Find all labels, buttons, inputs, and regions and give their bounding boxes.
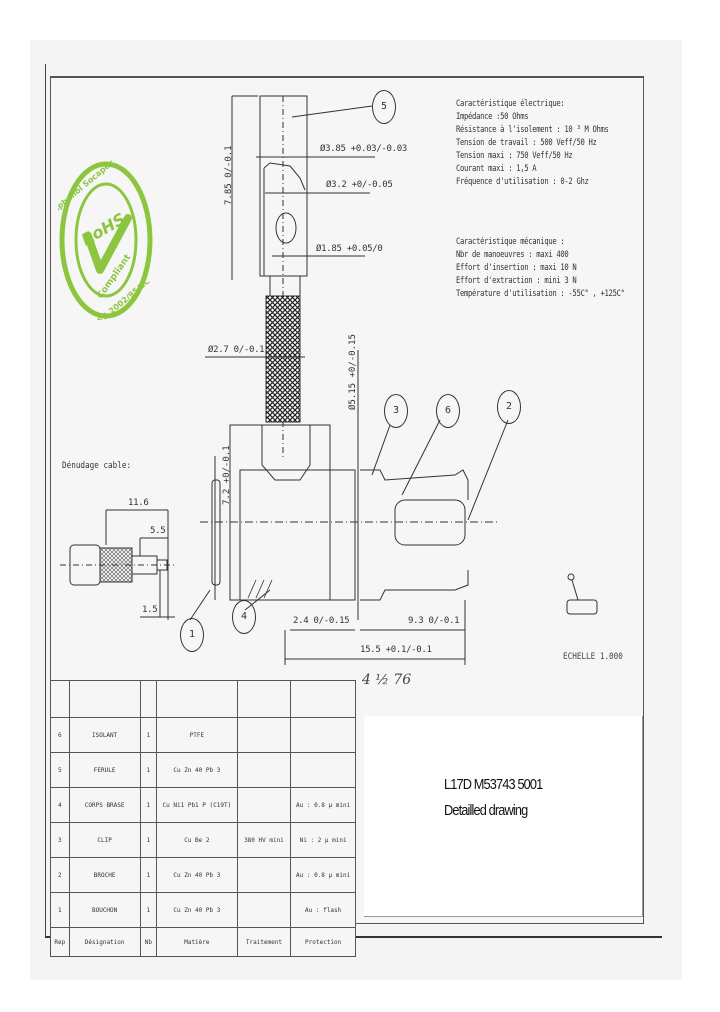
handwritten-note: 4 ½ 76 <box>362 672 412 688</box>
title-block: L17D M53743 5001 Detailled drawing <box>364 716 643 917</box>
balloon-2: 2 <box>497 390 521 424</box>
dim-diameter-5-15: Ø5.15 +0/-0.15 <box>348 334 358 410</box>
dim-length-7-85: 7.85 0/-0.1 <box>224 145 234 205</box>
dim-length-15-5: 15.5 +0.1/-0.1 <box>360 645 432 655</box>
balloon-6: 6 <box>436 394 460 428</box>
rohs-compliant-badge: RoHS Compliant Amphenol Socapex EU 2002/… <box>58 160 153 320</box>
scale-label: ECHELLE 1.000 <box>563 652 623 662</box>
balloon-1: 1 <box>180 618 204 652</box>
strip-dim-5-5: 5.5 <box>150 526 166 536</box>
electrical-line: Tension maxi : 750 Veff/50 Hz <box>456 151 573 161</box>
dim-length-7-2: 7.2 +0/-0.1 <box>222 445 232 505</box>
balloon-4: 4 <box>232 600 256 634</box>
dim-length-9-3: 9.3 0/-0.1 <box>408 616 460 626</box>
electrical-line: Courant maxi : 1,5 A <box>456 164 537 174</box>
mechanical-line: Température d'utilisation : -55C° , +125… <box>456 289 625 299</box>
electrical-line: Résistance à l'isolement : 10 ³ M Ohms <box>456 125 609 135</box>
mechanical-characteristics: Caractéristique mécanique : Nbr de manoe… <box>456 236 625 301</box>
mechanical-line: Effort d'extraction : mini 3 N <box>456 276 577 286</box>
balloon-3: 3 <box>384 394 408 428</box>
electrical-line: Impédance :50 Ohms <box>456 112 529 122</box>
mechanical-line: Effort d'insertion : maxi 10 N <box>456 263 577 273</box>
dim-length-2-4: 2.4 0/-0.15 <box>293 616 350 626</box>
electrical-heading: Caractéristique électrique: <box>456 99 565 109</box>
electrical-line: Fréquence d'utilisation : 0-2 Ghz <box>456 177 589 187</box>
part-number: L17D M53743 5001 <box>444 776 543 793</box>
dim-diameter-3-85: Ø3.85 +0.03/-0.03 <box>320 144 408 154</box>
table-row-empty <box>50 680 356 718</box>
strip-dim-1-5: 1.5 <box>142 605 158 615</box>
drawing-subtitle: Detailled drawing <box>444 802 528 819</box>
mechanical-line: Nbr de manoeuvres : maxi 400 <box>456 250 569 260</box>
electrical-line: Tension de travail : 500 Veff/50 Hz <box>456 138 597 148</box>
dim-diameter-2-7: Ø2.7 0/-0.1 <box>208 345 265 355</box>
dim-diameter-1-85: Ø1.85 +0.05/0 <box>316 244 383 254</box>
electrical-characteristics: Caractéristique électrique: Impédance :5… <box>456 98 609 189</box>
strip-dim-11-6: 11.6 <box>128 498 149 508</box>
mechanical-heading: Caractéristique mécanique : <box>456 237 565 247</box>
dim-diameter-3-2: Ø3.2 +0/-0.05 <box>326 180 393 190</box>
cable-stripping-label: Dénudage cable: <box>62 461 132 471</box>
balloon-5: 5 <box>372 90 396 124</box>
